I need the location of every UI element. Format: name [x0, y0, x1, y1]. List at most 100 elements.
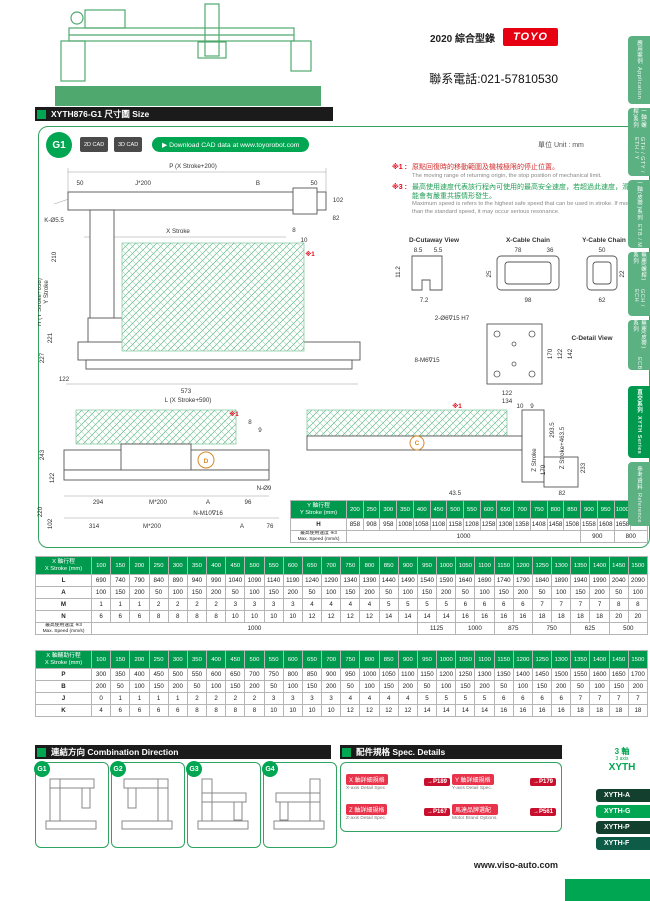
table-cell: 1: [90, 598, 112, 611]
sidebar-tab-gch-ech[interactable]: 無塵(螺桿)系列 GCH / ECH: [628, 252, 650, 316]
dim-label: X Stroke: [166, 228, 190, 235]
table-cell: 1008: [396, 518, 414, 531]
dim-label: 573: [181, 388, 192, 395]
dim-label: 96: [245, 499, 252, 506]
table-cell: 6: [148, 704, 169, 717]
table-cell: 850: [378, 556, 399, 575]
spec-en-x: X-axis Detail Spec.: [346, 785, 387, 791]
table-cell: P: [35, 668, 92, 681]
table-cell: 150: [570, 586, 591, 599]
sidebar-tab-application[interactable]: 應用案例 Application: [628, 36, 650, 104]
page-ref-tag-x[interactable]: →P189: [423, 778, 450, 786]
table-cell: 858: [346, 518, 364, 531]
table-cell: 8: [206, 704, 227, 717]
table-cell: 1440: [378, 574, 399, 587]
dim-label: 142: [567, 348, 574, 359]
table-cell: 4: [378, 692, 399, 705]
table-cell: 950: [416, 650, 438, 669]
footer-tab-xyth-g[interactable]: XYTH-G: [596, 805, 650, 818]
table-cell: 1350: [570, 650, 591, 669]
dim-label: 78: [515, 247, 522, 254]
table-cell: 14: [436, 610, 457, 623]
sidebar-tab-gth-gty-eth-y[interactable]: 一軸(螺桿)系列 GTH / GTY / ETH / Y: [628, 108, 650, 176]
table-cell: 740: [110, 574, 131, 587]
dim-label: 62: [599, 297, 606, 304]
side-dim-lines: [64, 495, 279, 519]
table-cell: 14: [416, 704, 438, 717]
table-cell: 18: [531, 610, 553, 623]
table-cell: 950: [596, 500, 615, 519]
table-cell: 200: [129, 650, 150, 669]
z-geometry: [306, 409, 579, 488]
table-cell: 12: [397, 704, 418, 717]
table-cell: 16: [455, 610, 476, 623]
table-cell: 4: [359, 598, 380, 611]
dim-label: 22: [619, 270, 626, 277]
table-cell: 450: [148, 668, 169, 681]
table-cell: 12: [359, 704, 380, 717]
dim-label: 170: [547, 348, 554, 359]
table-cell: 2: [206, 598, 227, 611]
table-cell: 1150: [493, 650, 514, 669]
footer-tab-xyth-f[interactable]: XYTH-F: [596, 837, 650, 850]
table-cell: 10: [225, 610, 246, 623]
table-cell: 1240: [301, 574, 323, 587]
table-cell: 50: [340, 680, 361, 693]
dim-label: Z Stroke: [531, 448, 538, 472]
table-cell: L: [35, 574, 92, 587]
dim-label: 7.2: [420, 297, 429, 304]
footer-tab-xyth-p[interactable]: XYTH-P: [596, 821, 650, 834]
combination-badge: G3: [186, 761, 202, 777]
table-cell: 1558: [580, 518, 598, 531]
download-cad-button[interactable]: ▶ Download CAD data at www.toyorobot.com: [152, 137, 310, 152]
table-cell: 1000: [436, 556, 457, 575]
table-cell: 10: [321, 704, 342, 717]
table-cell: 1400: [589, 650, 610, 669]
dim-label: Z Stroke+463.5: [559, 426, 566, 469]
table-cell: 14: [455, 704, 476, 717]
side-geometry: [63, 443, 270, 481]
sidebar-tab-etb-m[interactable]: 一軸(皮帶)系列 ETB / M: [628, 180, 650, 248]
dim-label: 25: [486, 270, 493, 277]
table-cell: 12: [378, 704, 399, 717]
table-cell: 200: [627, 680, 649, 693]
note-3: ※3 : 最高使用速度代表該行程內可使用的最高安全速度，若超過此速度，滑台可能會…: [392, 184, 644, 216]
page-ref-tag-y[interactable]: →P179: [529, 778, 556, 786]
sidebar-tab-ecb[interactable]: 無塵(皮帶)系列 ECB: [628, 320, 650, 370]
table-cell: N: [35, 610, 92, 623]
dim-label: L (X Stroke+590): [165, 397, 212, 404]
table-cell: 7: [531, 598, 553, 611]
dim-label: 43.5: [449, 490, 462, 497]
table-cell: 800: [282, 668, 303, 681]
page-ref-tag-z[interactable]: →P167: [423, 808, 450, 816]
footer-tab-xyth-a[interactable]: XYTH-A: [596, 789, 650, 802]
table-cell: 350: [396, 500, 414, 519]
table-cell: 16: [531, 704, 553, 717]
footer-green-block: [565, 879, 650, 901]
table-cell: 350: [186, 650, 208, 669]
table-cell: M: [35, 598, 92, 611]
table-cell: 8: [244, 704, 265, 717]
table-cell: 850: [378, 650, 399, 669]
toyo-logo: TOYO: [503, 28, 558, 46]
table-cell: 100: [589, 680, 610, 693]
table-cell: 1108: [429, 518, 448, 531]
table-cell: 850: [301, 668, 323, 681]
tab-en: ETB / M: [636, 224, 642, 248]
table-cell: 1190: [282, 574, 303, 587]
combination-badge: G1: [34, 761, 50, 777]
table-cell: 1608: [596, 518, 615, 531]
dim-label: 102: [47, 518, 54, 529]
cad-2d-badge[interactable]: 2D CAD: [80, 137, 109, 152]
detail-geometry: [411, 255, 618, 385]
sidebar-tab-reference[interactable]: 參考資料 Reference: [628, 462, 650, 526]
combination-box-g4: G4: [262, 761, 337, 848]
product-illustration: [55, 3, 321, 106]
page-ref-tag-motor[interactable]: →P561: [529, 808, 556, 816]
table-cell: 5: [416, 692, 438, 705]
cad-3d-badge[interactable]: 3D CAD: [114, 137, 143, 152]
combination-box-g3: G3: [186, 761, 261, 848]
sidebar-tab-xyth-series[interactable]: 直交系列 XYTH Series: [628, 386, 650, 458]
dim-label: 293.5: [549, 422, 556, 438]
